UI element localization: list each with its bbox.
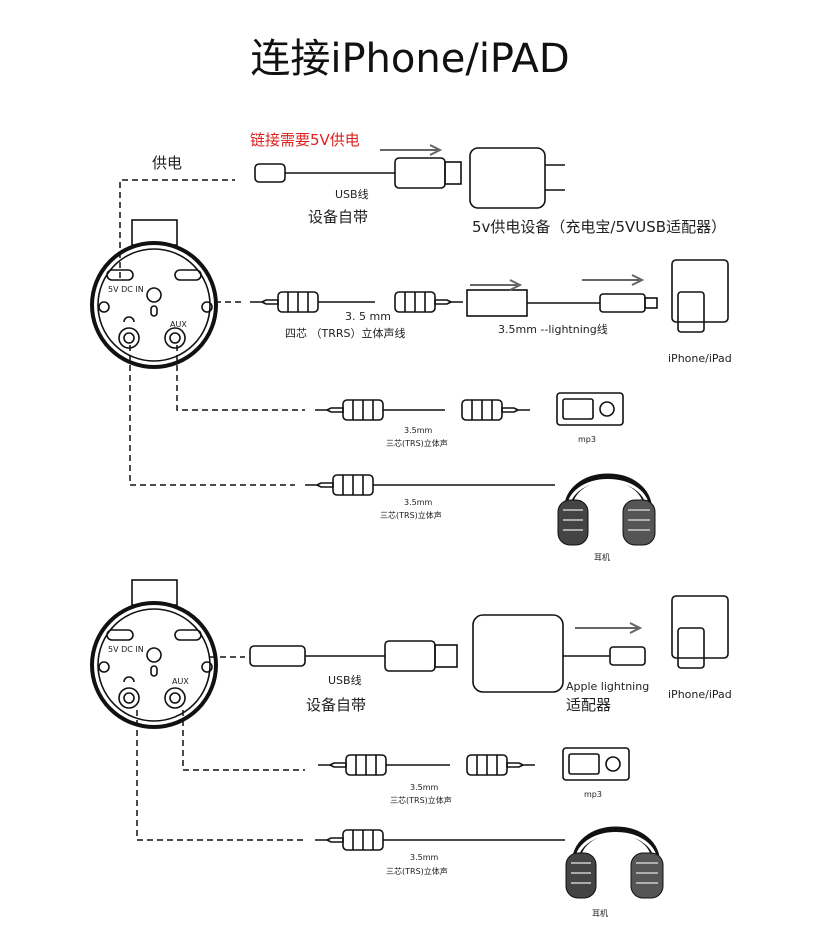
trrs-size: 3. 5 mm (345, 310, 391, 323)
adapter-label-2: 适配器 (566, 696, 611, 714)
mp3-label-2: mp3 (584, 790, 602, 799)
device-label-2: iPhone/iPad (668, 688, 732, 701)
usb-cable-label-2: USB线 (328, 673, 362, 687)
lightning-cable-label: 3.5mm --lightning线 (498, 322, 608, 336)
power-device-label: 5v供电设备（充电宝/5VUSB适配器） (472, 218, 726, 236)
mp3-icon (556, 392, 624, 426)
power-adapter (469, 147, 546, 209)
trs-cable-3: 三芯(TRS)立体声 (390, 795, 452, 805)
iphone-ipad-icon (671, 259, 729, 333)
mp3-icon-2 (562, 747, 630, 781)
headphones-icon (558, 478, 655, 546)
mp3-label: mp3 (578, 435, 596, 444)
trs-cable-2: 三芯(TRS)立体声 (380, 510, 442, 520)
adapter-label-1: Apple lightning (566, 680, 649, 693)
usb-c-plug (254, 163, 286, 183)
trrs-cable-label: 四芯 （TRRS）立体声线 (285, 326, 405, 340)
headphones-label: 耳机 (594, 552, 610, 562)
trs-size-2: 3.5mm (404, 498, 433, 507)
aux-label-2: AUX (172, 677, 189, 686)
top-section: 5V DC IN AUX 链接需要5V供电 供电 USB线 设备自带 5v供电设… (90, 131, 732, 562)
dc-in-label-2: 5V DC IN (108, 645, 144, 654)
bottom-section: 5V DC IN AUX USB线 设备自带 Apple lightning 适… (90, 578, 732, 918)
trs-size-1: 3.5mm (404, 426, 433, 435)
headphones-icon-2 (566, 831, 663, 899)
trs-cable-4: 三芯(TRS)立体声 (386, 866, 448, 876)
trs-size-4: 3.5mm (410, 853, 439, 862)
included-label-2: 设备自带 (306, 696, 366, 714)
page-title: 连接iPhone/iPAD (250, 36, 569, 82)
aux-label: AUX (170, 320, 187, 329)
trs-cable-1: 三芯(TRS)立体声 (386, 438, 448, 448)
lightning-adapter (472, 614, 564, 693)
iphone-ipad-icon-2 (671, 595, 729, 669)
device-label: iPhone/iPad (668, 352, 732, 365)
trs-size-3: 3.5mm (410, 783, 439, 792)
included-label: 设备自带 (308, 208, 368, 226)
headphones-label-2: 耳机 (592, 908, 608, 918)
power-label: 供电 (152, 154, 182, 172)
usb-cable-label: USB线 (335, 187, 369, 201)
power-note: 链接需要5V供电 (250, 131, 360, 149)
dc-in-label: 5V DC IN (108, 285, 144, 294)
